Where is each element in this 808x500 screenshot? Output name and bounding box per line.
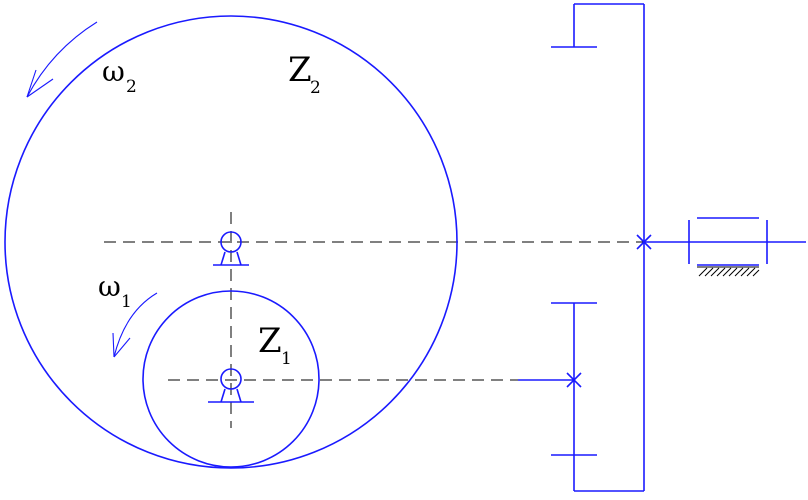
omega1-subscript: 1: [121, 292, 132, 312]
z2-label: Z: [288, 50, 312, 90]
gear-z1-pitch-circle: [142, 290, 320, 468]
omega2-subscript: 2: [126, 77, 137, 97]
rotation-arrow-omega1-icon: [112, 292, 158, 358]
z2-subscript: 2: [310, 78, 321, 98]
ground-hatching-icon: [697, 266, 760, 277]
gear-z2-pitch-circle: [4, 15, 458, 469]
support-bearing-icon: [688, 217, 768, 266]
rotation-arrow-omega2-icon: [26, 21, 98, 98]
omega1-label: ω: [98, 270, 121, 303]
omega2-label: ω: [102, 55, 125, 88]
z1-label: Z: [258, 321, 282, 361]
side-view-gear-train: [518, 3, 806, 492]
centerlines: [104, 212, 643, 428]
z1-subscript: 1: [281, 349, 292, 369]
bearing-z1-icon: [208, 368, 254, 403]
bearing-z2-icon: [213, 231, 249, 266]
